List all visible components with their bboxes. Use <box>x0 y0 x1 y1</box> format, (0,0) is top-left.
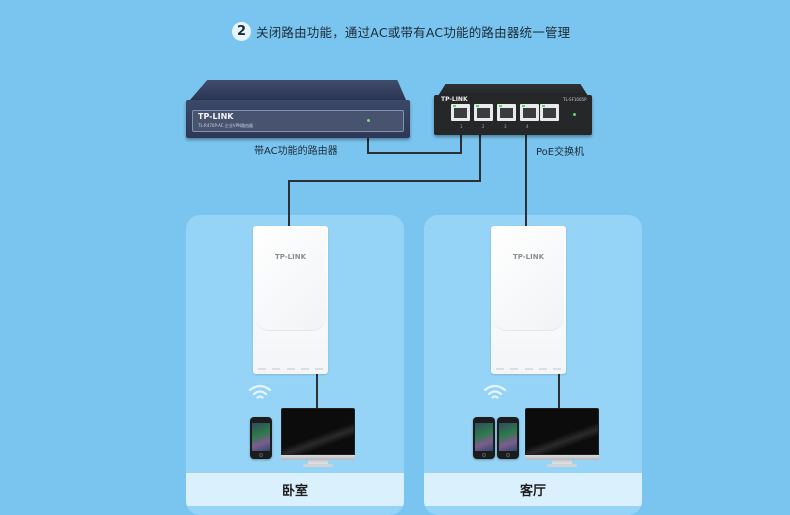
port-number: 3 <box>504 124 507 129</box>
port-number: 1 <box>460 124 463 129</box>
monitor-icon <box>525 408 599 467</box>
cable-ap-monitor-living <box>558 370 560 410</box>
ethernet-port-icon <box>497 104 516 121</box>
ethernet-port-icon <box>474 104 493 121</box>
cable-ap-monitor-bedroom <box>316 370 318 410</box>
poe-switch-icon <box>438 84 588 96</box>
ap-cover <box>255 228 326 331</box>
switch-brand: TP-LINK <box>441 96 468 103</box>
switch-label: PoE交换机 <box>536 147 585 158</box>
cable-switch-ap-bedroom <box>479 132 481 182</box>
smartphone-icon <box>250 417 272 459</box>
ethernet-port-icon <box>520 104 539 121</box>
power-led <box>573 113 576 116</box>
router-faceplate <box>192 110 404 132</box>
wifi-signal-icon <box>483 384 507 399</box>
router-status-led <box>367 119 370 122</box>
ap-brand: TP-LINK <box>512 253 545 261</box>
router-icon <box>190 80 406 100</box>
port-number: 2 <box>482 124 485 129</box>
ap-cover <box>493 228 564 331</box>
router-brand: TP-LINK <box>198 112 234 121</box>
switch-model: TL-SF1005P <box>563 97 587 102</box>
cable-switch-ap-living <box>525 132 527 228</box>
room-label: 卧室 <box>186 473 404 506</box>
cable-router-switch <box>367 132 369 154</box>
cable-switch-ap-bedroom <box>288 180 481 182</box>
diagram-title: 关闭路由功能，通过AC或带有AC功能的路由器统一管理 <box>256 24 571 40</box>
cable-switch-ap-bedroom <box>288 180 290 228</box>
ethernet-port-icon <box>451 104 470 121</box>
wifi-signal-icon <box>248 384 272 399</box>
monitor-icon <box>281 408 355 467</box>
access-point-icon: TP-LINK <box>491 226 566 374</box>
cable-router-switch <box>460 132 462 154</box>
cable-router-switch <box>367 152 462 154</box>
smartphone-icon <box>497 417 519 459</box>
access-point-icon: TP-LINK <box>253 226 328 374</box>
smartphone-icon <box>473 417 495 459</box>
ap-ports <box>496 368 561 371</box>
diagram-header: 2 关闭路由功能，通过AC或带有AC功能的路由器统一管理 <box>232 20 570 42</box>
router-model: TL-R470P-AC 企业VPN路由器 <box>198 123 254 128</box>
ap-ports <box>258 368 323 371</box>
router-label: 带AC功能的路由器 <box>254 146 338 157</box>
uplink-port-icon <box>540 104 559 121</box>
step-number-badge: 2 <box>232 21 251 41</box>
ap-brand: TP-LINK <box>274 253 307 261</box>
port-number: 4 <box>526 124 529 129</box>
room-label: 客厅 <box>424 473 642 506</box>
